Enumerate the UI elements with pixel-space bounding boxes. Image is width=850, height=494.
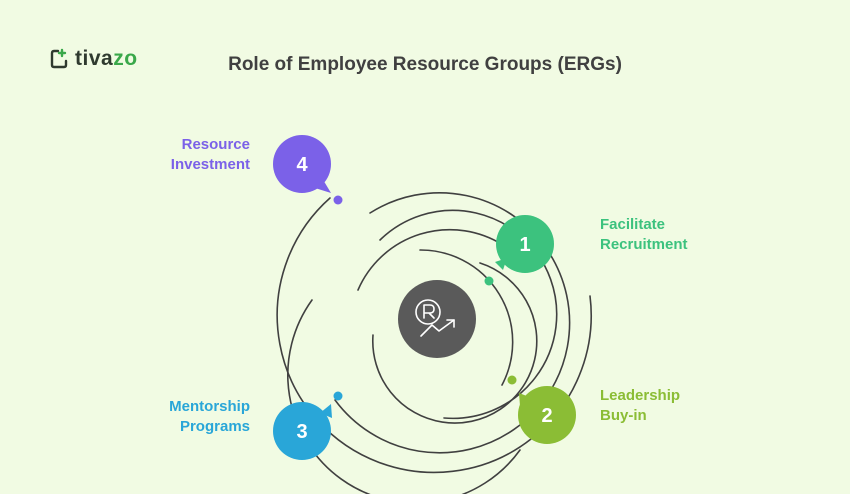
spiral-arc-5 [379, 209, 558, 420]
step-2-label: Leadership Buy-in [600, 387, 681, 424]
logo-wordmark: tivazo [75, 47, 138, 70]
rupee-growth-icon [415, 299, 455, 337]
connector-dot-4 [333, 195, 343, 205]
page-title: Role of Employee Resource Groups (ERGs) [228, 54, 622, 75]
tivazo-logo[interactable]: tivazo [49, 47, 138, 71]
logo-icon [50, 48, 68, 69]
spiral-arc-2 [334, 192, 571, 454]
spiral-arc-4 [357, 228, 504, 291]
spiral-arc-3 [287, 299, 521, 494]
step-3-badge[interactable]: 3 [273, 402, 332, 460]
step-3-number: 3 [296, 421, 307, 443]
step-2-badge[interactable]: 2 [518, 386, 576, 444]
spiral-arcs [276, 192, 593, 494]
step-3-label: Mentorship Programs [169, 398, 250, 435]
step-2-number: 2 [541, 405, 552, 427]
step-4-badge[interactable]: 4 [273, 135, 331, 193]
connector-dot-3 [333, 391, 343, 401]
step-4-label: Resource Investment [170, 136, 250, 173]
spiral-arc-outer [276, 197, 593, 474]
step-4-number: 4 [296, 154, 308, 176]
spiral-arc-inner [419, 249, 514, 386]
spiral-arc-6 [371, 262, 538, 424]
step-1-badge[interactable]: 1 [495, 215, 554, 273]
connector-dot-1 [484, 276, 494, 286]
connector-dot-2 [507, 375, 517, 385]
step-1-number: 1 [519, 234, 530, 256]
step-1-label: Facilitate Recruitment [600, 216, 688, 253]
